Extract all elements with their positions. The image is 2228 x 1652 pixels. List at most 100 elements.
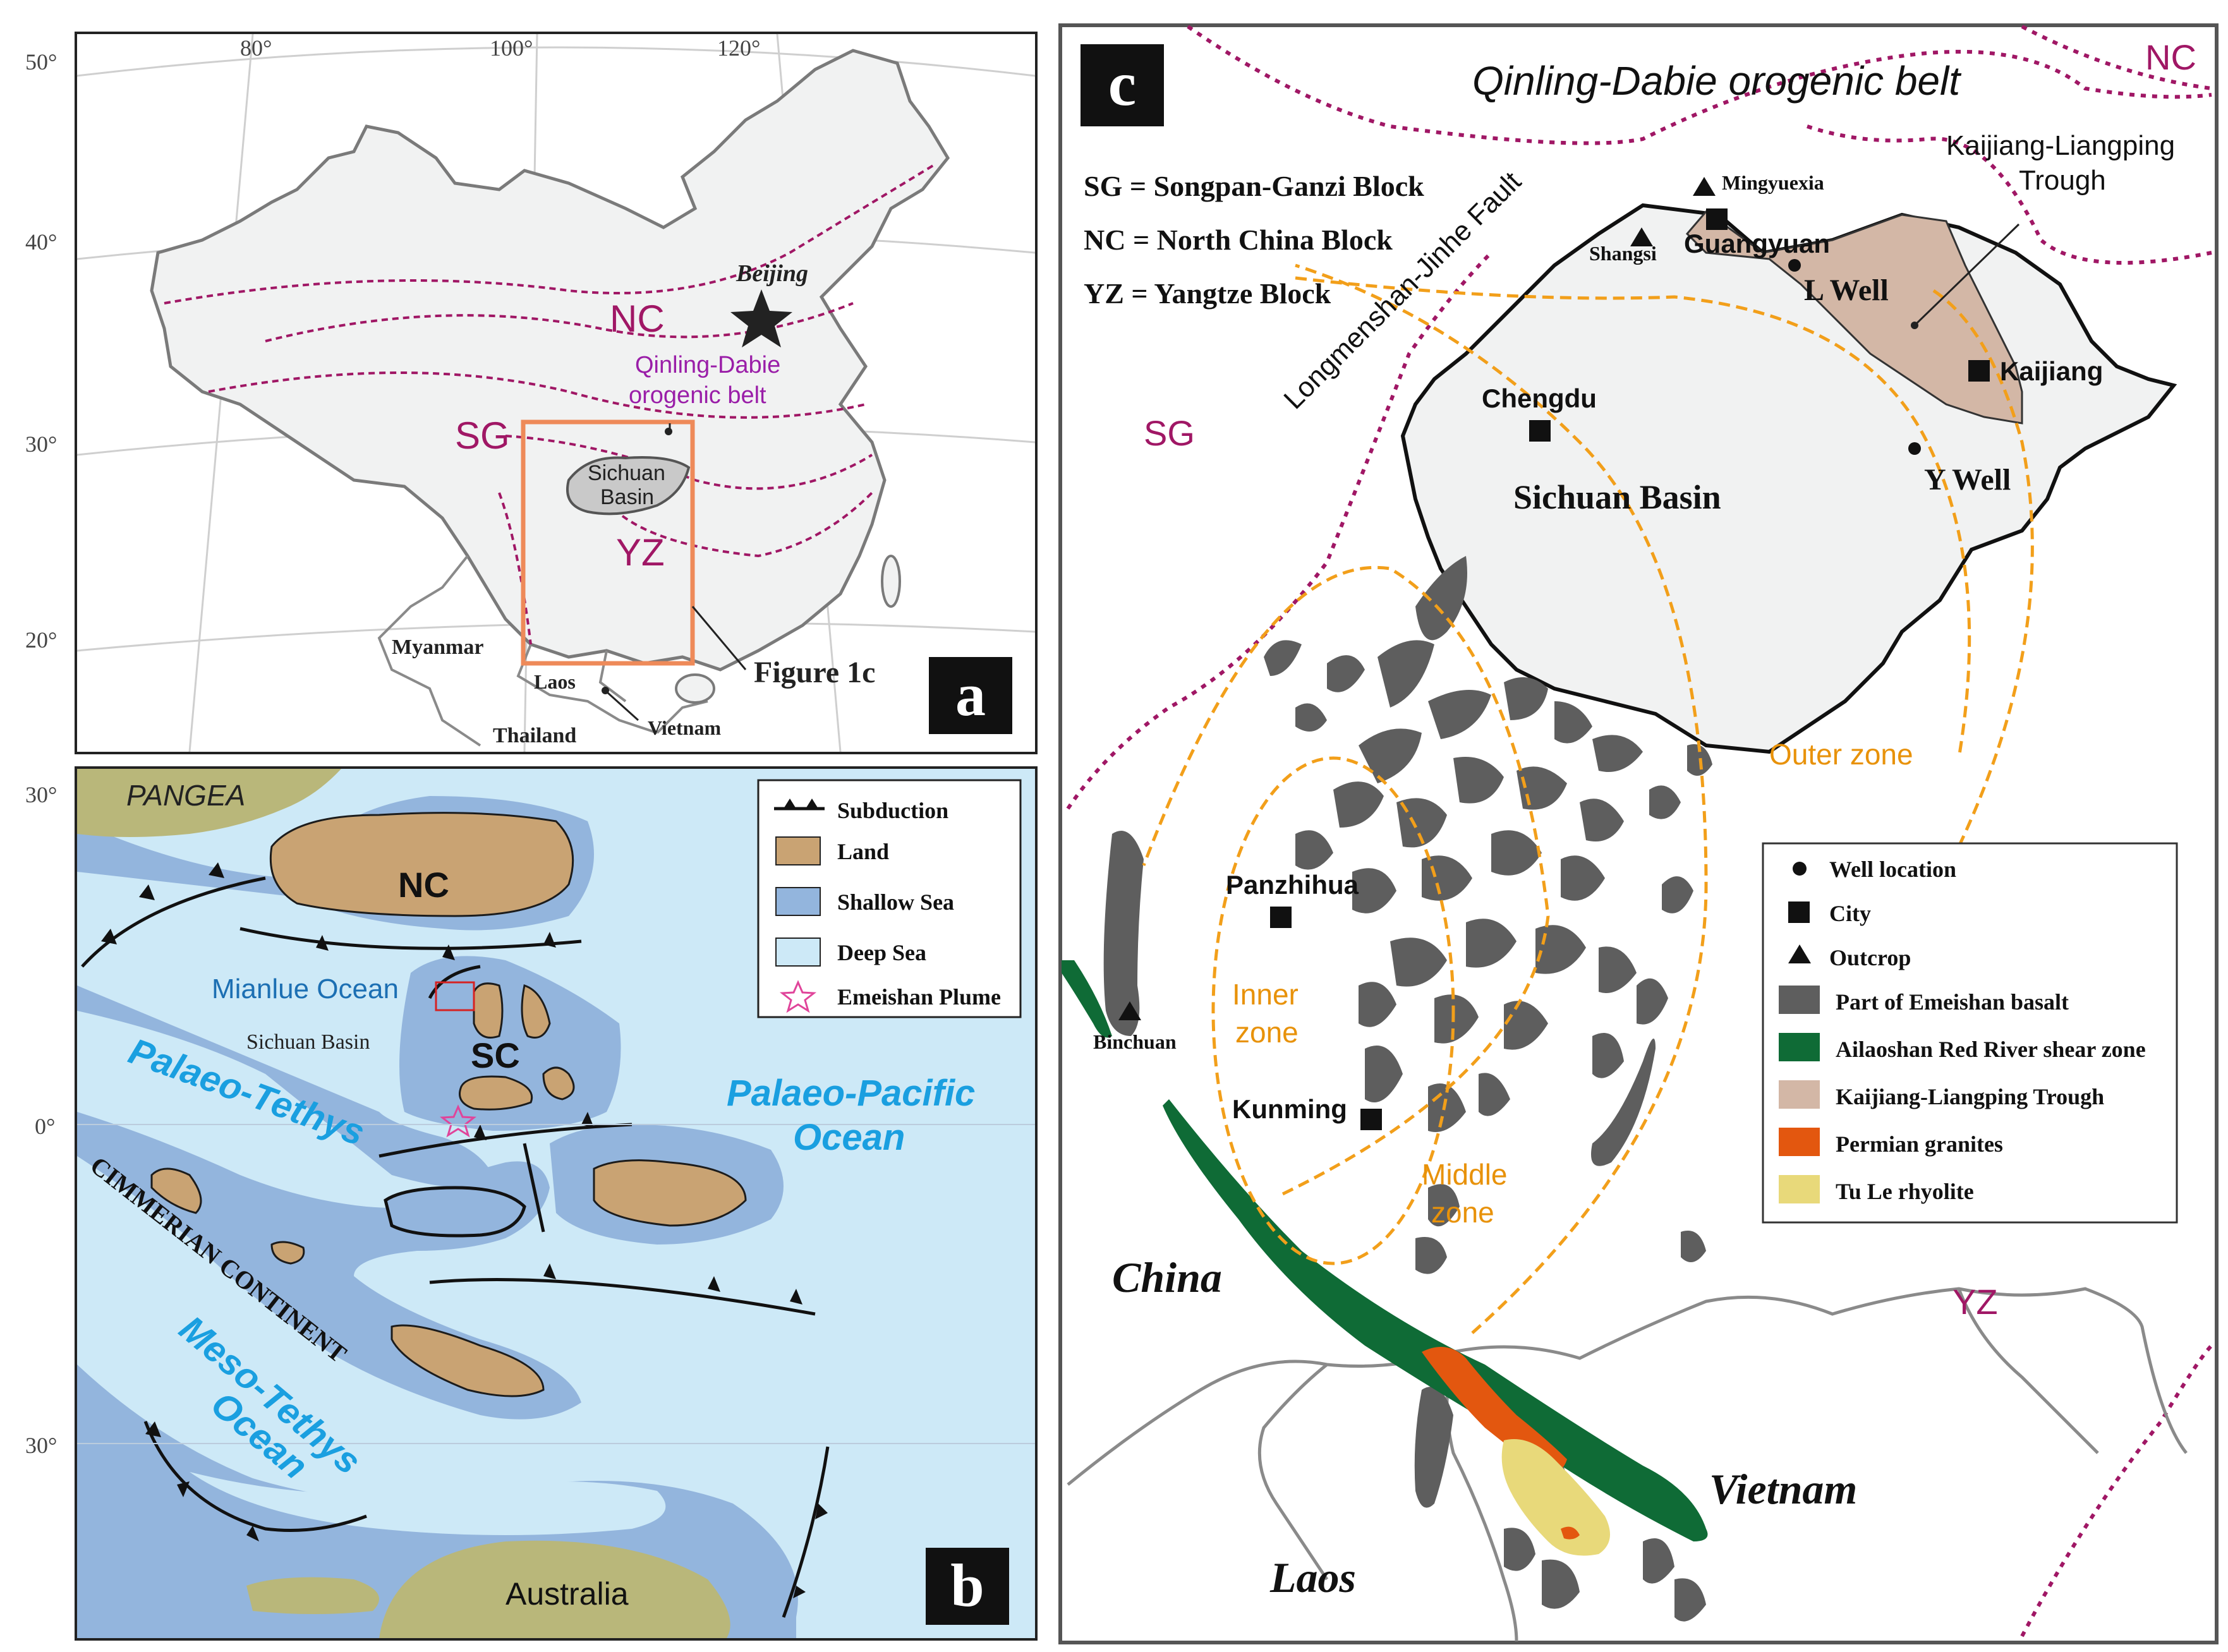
sichuan-basin-label-c: Sichuan Basin	[1513, 478, 1721, 516]
kaijiang-label: Kaijiang	[2000, 356, 2103, 386]
panel-c-badge	[1081, 44, 1164, 126]
bottom-land	[246, 1577, 379, 1614]
legend-outcrop: Outcrop	[1829, 945, 1911, 970]
kunming-label: Kunming	[1232, 1094, 1347, 1124]
trough-label-2: Trough	[2019, 165, 2106, 196]
kunming-city-icon	[1360, 1109, 1382, 1130]
nc-label-b: NC	[398, 865, 449, 905]
guangyuan-city-icon	[1706, 208, 1728, 230]
mianlue-label: Mianlue Ocean	[212, 974, 399, 1004]
country-borders-c	[1067, 1287, 2188, 1642]
legend-shallow: Shallow Sea	[837, 889, 954, 915]
mingyuexia-outcrop-icon	[1693, 177, 1716, 196]
sc-lands	[459, 982, 575, 1111]
australia-land	[379, 1540, 730, 1638]
lat-label-b-30n: 30°	[25, 782, 57, 807]
vietnam-leader	[605, 690, 639, 721]
nc-label-c: NC	[2145, 37, 2196, 77]
beijing-label: Beijing	[736, 260, 808, 287]
other-lands	[150, 1159, 747, 1397]
china-label: China	[1112, 1253, 1222, 1301]
panel-a-badge	[929, 657, 1012, 734]
mingyuexia-label: Mingyuexia	[1722, 171, 1824, 194]
legend-trough: Kaijiang-Liangping Trough	[1836, 1084, 2104, 1109]
lat-label-b-30s: 30°	[25, 1433, 57, 1458]
beijing-star-icon	[730, 289, 792, 347]
legend-well: Well location	[1829, 857, 1956, 882]
panel-b-badge	[926, 1548, 1009, 1625]
legend-deep: Deep Sea	[837, 940, 926, 965]
trough-label-1: Kaijiang-Liangping	[1946, 130, 2175, 161]
shangsi-outcrop-icon	[1630, 227, 1653, 246]
yz-label-a: YZ	[616, 531, 665, 574]
nc-land	[269, 812, 574, 917]
lat-label-50: 50°	[25, 49, 57, 75]
trough-dot	[1911, 322, 1918, 329]
laos-label-c: Laos	[1269, 1553, 1356, 1601]
plume-zones	[1142, 263, 2034, 1334]
yz-label-c: YZ	[1953, 1282, 1998, 1322]
panel-a: 50° 40° 30° 20° 80° 100° 120° Beijing NC…	[25, 32, 1038, 754]
guangyuan-label: Guangyuan	[1684, 229, 1830, 258]
pangea-land	[77, 769, 341, 837]
panel-a-label: a	[955, 661, 986, 728]
sichuan-label-b: Sichuan Basin	[246, 1030, 370, 1054]
qinling-label-1: Qinling-Dabie	[635, 352, 780, 378]
y-well-label: Y Well	[1924, 463, 2011, 497]
vietnam-label-c: Vietnam	[1709, 1465, 1857, 1513]
y-well-icon	[1908, 442, 1921, 455]
panzhihua-label: Panzhihua	[1226, 870, 1359, 900]
shear-zone	[1163, 1099, 1708, 1541]
lon-label-100: 100°	[490, 35, 533, 61]
legend-basalt: Part of Emeishan basalt	[1836, 989, 2069, 1015]
vietnam-label-a: Vietnam	[648, 716, 721, 739]
sichuan-box-b	[435, 981, 475, 1011]
sg-label-c: SG	[1144, 413, 1195, 453]
abbrev-yz: YZ = Yangtze Block	[1084, 277, 1331, 310]
legend-granite: Permian granites	[1836, 1131, 2003, 1157]
sg-label-a: SG	[455, 414, 510, 457]
southeast-asia-outline	[377, 555, 708, 747]
binchuan-label: Binchuan	[1093, 1030, 1177, 1053]
figure-1c-leader	[691, 606, 747, 670]
laos-label-a: Laos	[534, 670, 576, 693]
australia-label: Australia	[506, 1576, 629, 1612]
lon-label-120: 120°	[717, 35, 760, 61]
legend-shear: Ailaoshan Red River shear zone	[1836, 1037, 2146, 1062]
emeishan-plume-star-icon	[439, 1104, 477, 1138]
l-well-icon	[1788, 259, 1801, 272]
deep-sea-pocket	[190, 1472, 666, 1535]
panel-c-label: c	[1108, 49, 1136, 119]
basin-label-2: Basin	[600, 485, 654, 509]
middle-zone-label-2: zone	[1431, 1196, 1494, 1229]
l-well-label: L Well	[1804, 274, 1889, 307]
china-outline	[150, 49, 950, 672]
legend-subduction: Subduction	[837, 798, 948, 823]
rhyolite-granite-spots	[1561, 1526, 1580, 1540]
emeishan-basalt	[1103, 556, 1712, 1622]
inner-zone-label-1: Inner	[1232, 978, 1299, 1011]
permian-granites	[1422, 1347, 1567, 1474]
shear-zone-north	[1062, 960, 1112, 1038]
qinling-title-c: Qinling-Dabie orogenic belt	[1472, 58, 1961, 104]
panel-c: NC SG YZ Qinling-Dabie orogenic belt SG …	[1058, 23, 2219, 1644]
kaijiang-city-icon	[1968, 360, 1990, 382]
legend-city: City	[1829, 901, 1871, 926]
abbrev-nc: NC = North China Block	[1084, 224, 1393, 256]
subduction-teeth	[101, 862, 828, 1598]
lon-label-80: 80°	[240, 35, 272, 61]
tu-le-rhyolite	[1501, 1439, 1610, 1556]
nc-label-a: NC	[610, 298, 665, 340]
legend-b: Subduction Land Shallow Sea Deep Sea Eme…	[757, 779, 1022, 1018]
inner-zone-label-2: zone	[1235, 1016, 1299, 1049]
chengdu-city-icon	[1529, 420, 1551, 442]
binchuan-outcrop-icon	[1118, 1001, 1141, 1020]
shangsi-label: Shangsi	[1589, 242, 1657, 265]
palaeo-pacific-label-2: Ocean	[793, 1117, 905, 1158]
lat-label-30: 30°	[25, 431, 57, 457]
sichuan-basin-a	[566, 456, 691, 515]
abbrev-sg: SG = Songpan-Ganzi Block	[1084, 170, 1424, 202]
figure-1c-box	[521, 419, 695, 666]
myanmar-label: Myanmar	[392, 636, 483, 659]
hainan-island	[675, 673, 715, 704]
